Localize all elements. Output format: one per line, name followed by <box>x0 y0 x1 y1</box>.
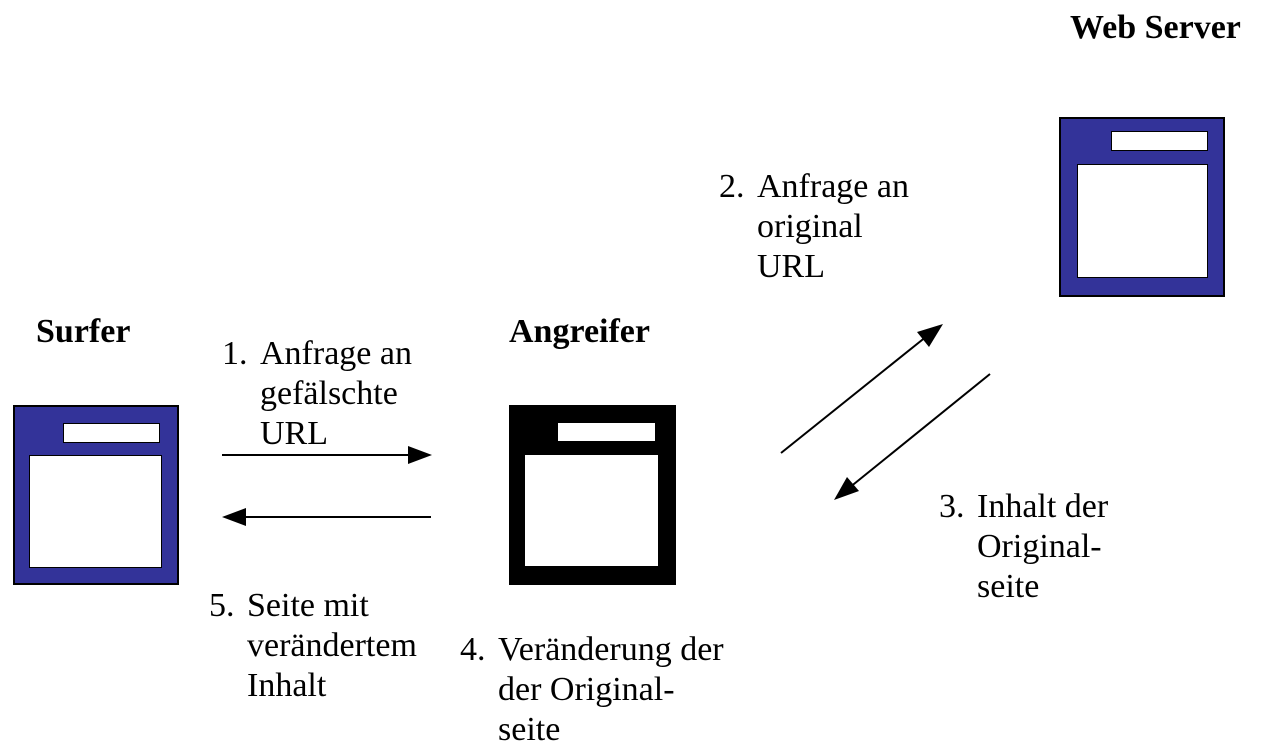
arrow-5-head <box>222 508 246 526</box>
step-1-line-3: URL <box>260 415 328 452</box>
step-2-number: 2. <box>719 168 745 205</box>
step-5-line-3: Inhalt <box>247 667 327 704</box>
step-3-number: 3. <box>939 488 965 525</box>
step-2-line-2: original <box>757 208 863 245</box>
surfer-window-pane <box>29 455 162 568</box>
step-3-line-1: Inhalt der <box>977 488 1109 525</box>
step-4-line-3: seite <box>498 711 561 748</box>
angreifer-window-titlebar <box>557 422 656 442</box>
arrow-2-head <box>917 324 943 347</box>
step-1-number: 1. <box>222 335 248 372</box>
web-server-window-pane <box>1077 164 1208 278</box>
step-4-number: 4. <box>460 631 486 668</box>
arrow-3-head <box>834 477 859 500</box>
step-3-line-2: Original- <box>977 528 1102 565</box>
surfer-label: Surfer <box>36 313 131 350</box>
surfer-window-titlebar <box>63 423 160 443</box>
step-5-number: 5. <box>209 587 235 624</box>
step-3-line-3: seite <box>977 568 1040 605</box>
arrow-1-head <box>408 446 432 464</box>
web-server-window-titlebar <box>1111 131 1208 151</box>
surfer-window-icon <box>13 405 179 585</box>
step-1-line-1: Anfrage an <box>260 335 412 372</box>
angreifer-window-icon <box>509 405 676 585</box>
angreifer-window-pane <box>524 454 659 567</box>
angreifer-label: Angreifer <box>509 313 650 350</box>
step-5-line-1: Seite mit <box>247 587 369 624</box>
web-server-window-icon <box>1059 117 1225 297</box>
step-5-line-2: verändertem <box>247 627 417 664</box>
step-4-line-2: der Original- <box>498 671 675 708</box>
step-1-line-2: gefälschte <box>260 375 398 412</box>
web-server-label: Web Server <box>1070 9 1241 46</box>
step-2-line-3: URL <box>757 248 825 285</box>
arrow-3-line <box>848 373 991 489</box>
step-2-line-1: Anfrage an <box>757 168 909 205</box>
step-4-line-1: Veränderung der <box>498 631 724 668</box>
arrow-2-line <box>780 335 928 454</box>
